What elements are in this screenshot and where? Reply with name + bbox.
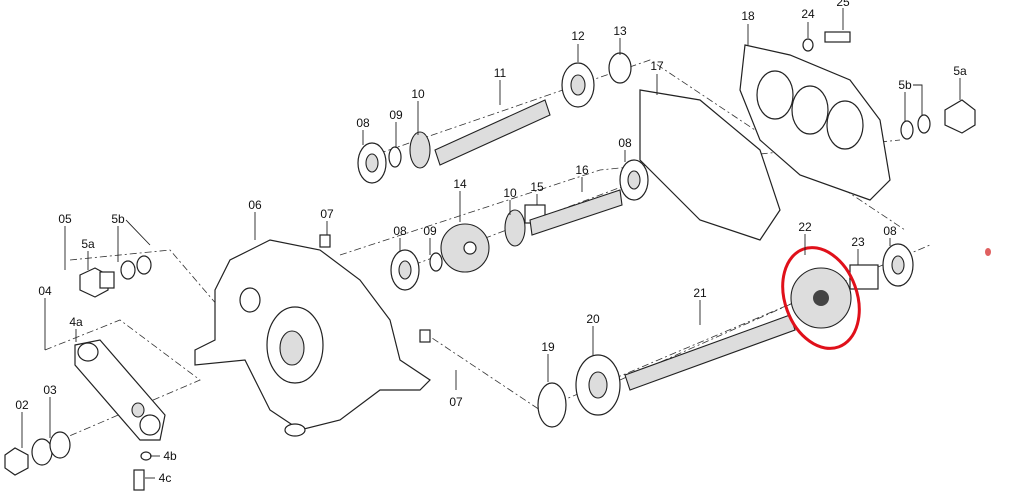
- label-03: 03: [43, 383, 57, 397]
- part-17-gasket[interactable]: [639, 89, 781, 241]
- label-10: 10: [411, 87, 425, 101]
- label-20: 20: [586, 312, 600, 326]
- label-5a: 5a: [953, 64, 967, 78]
- shafts-and-gears: [409, 99, 852, 391]
- label-24: 24: [801, 7, 815, 21]
- label-09: 09: [423, 224, 437, 238]
- label-4a: 4a: [69, 315, 83, 329]
- label-5a: 5a: [81, 237, 95, 251]
- label-22: 22: [798, 220, 812, 234]
- label-06: 06: [248, 198, 262, 212]
- part-4a-lever[interactable]: [74, 339, 166, 441]
- label-4c: 4c: [159, 471, 172, 485]
- label-13: 13: [613, 24, 627, 38]
- small-hardware: [4, 31, 976, 491]
- label-04: 04: [38, 284, 52, 298]
- label-21: 21: [693, 286, 707, 300]
- label-07: 07: [449, 395, 463, 409]
- label-17: 17: [650, 59, 664, 73]
- label-5b: 5b: [111, 212, 125, 226]
- bearings: [357, 52, 914, 428]
- label-18: 18: [741, 9, 755, 23]
- label-08: 08: [883, 224, 897, 238]
- label-10: 10: [503, 186, 517, 200]
- label-16: 16: [575, 163, 589, 177]
- label-02: 02: [15, 398, 29, 412]
- label-12: 12: [571, 29, 585, 43]
- label-08: 08: [393, 224, 407, 238]
- label-09: 09: [389, 108, 403, 122]
- label-23: 23: [851, 235, 865, 249]
- label-25: 25: [836, 0, 850, 9]
- label-08: 08: [356, 116, 370, 130]
- label-15: 15: [530, 180, 544, 194]
- label-08: 08: [618, 136, 632, 150]
- part-labels: 18 24 25 13 12 17 11 10 09 08 5b 5a 08 1…: [15, 0, 967, 485]
- label-4b: 4b: [163, 449, 177, 463]
- leader-lines: [21, 8, 961, 479]
- part-18-cover[interactable]: [739, 44, 891, 201]
- label-5b: 5b: [898, 78, 912, 92]
- label-14: 14: [453, 177, 467, 191]
- part-06-housing[interactable]: [194, 239, 431, 437]
- label-07: 07: [320, 207, 334, 221]
- label-19: 19: [541, 340, 555, 354]
- label-11: 11: [494, 66, 507, 80]
- highlight-ring-part-22: [781, 246, 861, 350]
- marker-dot: [985, 248, 991, 256]
- label-05: 05: [58, 212, 72, 226]
